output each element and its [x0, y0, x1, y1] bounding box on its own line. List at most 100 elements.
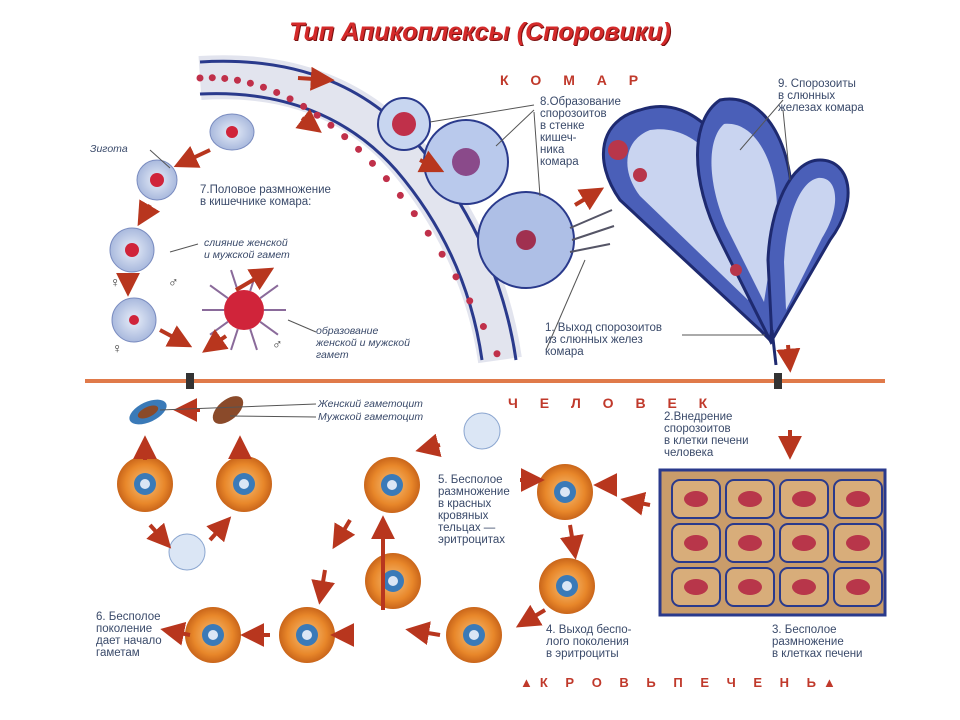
gut-cell-nucleus — [396, 191, 404, 199]
label-stage9: 9. Спорозоиты в слюнных железах комара — [778, 78, 864, 114]
microgamete — [209, 320, 229, 336]
cycle-arrow — [159, 325, 193, 348]
label-pointers — [149, 99, 791, 418]
label-pointer — [429, 104, 535, 123]
gut-cell-nucleus — [438, 250, 446, 258]
label-stage1: 1. Выход спорозоитов из слюнных желез ко… — [545, 322, 663, 358]
cycle-arrow — [405, 621, 441, 645]
label-fusion: слияние женской и мужской гамет — [204, 237, 290, 261]
label-stage3: 3. Бесполое размножение в клетках печени — [772, 624, 863, 660]
microgamete — [259, 284, 279, 300]
parasite-vacuole — [560, 487, 570, 497]
parasite-vacuole — [208, 630, 218, 640]
gut-cell-nucleus — [246, 79, 254, 87]
liver-cell-nucleus — [792, 579, 816, 595]
cycle-arrows — [116, 66, 802, 647]
label-pointer — [149, 149, 171, 169]
cycle-arrow — [515, 604, 547, 628]
merozoite-clusters — [168, 412, 501, 571]
gut-cell-nucleus — [355, 145, 363, 153]
section-mosquito: К О М А Р — [500, 72, 648, 88]
parasite-vacuole — [469, 630, 479, 640]
female-symbol-2: ♀ — [112, 340, 123, 356]
cycle-arrow — [620, 491, 651, 516]
gut-cell-nucleus — [313, 111, 321, 119]
label-pointer — [739, 99, 784, 151]
gut-cell-nucleus — [424, 229, 432, 237]
zygote-cycle — [109, 113, 286, 351]
gut-cell-nucleus — [410, 210, 418, 218]
male-symbol-1: ♂ — [168, 274, 179, 290]
gut-cell-nucleus — [466, 297, 474, 305]
label-pointer — [287, 319, 317, 333]
gut-cell-nucleus — [196, 74, 204, 82]
liver-cell-nucleus — [738, 535, 762, 551]
liver-cell-nucleus — [792, 491, 816, 507]
cycle-arrow — [234, 267, 275, 292]
gut-cell-nucleus — [327, 121, 335, 129]
label-stage5: 5. Бесполое размножение в красных кровян… — [438, 474, 510, 546]
parasite-vacuole — [140, 479, 150, 489]
gut-cell-nucleus — [300, 102, 308, 110]
cycle-arrow — [202, 329, 229, 353]
gut-cell-nucleus — [286, 95, 294, 103]
gut-cell-nucleus — [382, 175, 390, 183]
liver-tissue — [658, 468, 887, 617]
parasite-vacuole — [388, 576, 398, 586]
gut-cell-nucleus — [273, 88, 281, 96]
liver-cell-nucleus — [684, 491, 708, 507]
cycle-arrow — [573, 187, 605, 211]
gametocytes — [129, 396, 244, 425]
gut-cell-nucleus — [233, 76, 241, 84]
parasite-vacuole — [387, 480, 397, 490]
label-pointer — [495, 109, 535, 147]
liver-cell-nucleus — [738, 579, 762, 595]
cycle-arrow — [332, 518, 356, 550]
liver-cell-nucleus — [846, 491, 870, 507]
section-blood-liver: ▲К Р О В Ь П Е Ч Е Н Ь▲ — [520, 675, 843, 690]
microgamete — [230, 328, 239, 351]
section-human: Ч Е Л О В Е К — [508, 395, 717, 411]
label-male-gametocyte: Мужской гаметоцит — [318, 411, 424, 423]
label-pointer — [545, 259, 586, 351]
label-female-gametocyte: Женский гаметоцит — [318, 398, 423, 410]
gut-cell-nucleus — [221, 74, 229, 82]
gut-cell-nucleus — [368, 159, 376, 167]
liver-cell-nucleus — [684, 535, 708, 551]
gut-cell-nucleus — [259, 83, 267, 91]
label-stage8: 8.Образование спорозоитов в стенке кишеч… — [540, 96, 621, 168]
liver-cell-nucleus — [846, 579, 870, 595]
page-title: Тип Апикоплексы (Споровики) — [289, 18, 671, 46]
oocysts — [377, 97, 615, 289]
divider-marker-right — [774, 373, 782, 389]
microgamete — [259, 320, 279, 336]
liver-cell-nucleus — [738, 491, 762, 507]
label-gamete-formation: образование женской и мужской гамет — [316, 325, 410, 361]
parasite-vacuole — [239, 479, 249, 489]
cycle-arrow — [560, 524, 584, 560]
cycle-arrow — [160, 621, 191, 646]
cycle-arrow — [206, 516, 232, 543]
label-pointer — [533, 111, 541, 197]
erythrocytes — [117, 456, 595, 663]
cycle-arrow — [415, 433, 442, 457]
label-pointer — [169, 243, 199, 253]
parasite-vacuole — [562, 581, 572, 591]
gut-cell-nucleus — [452, 273, 460, 281]
microgamete — [209, 284, 229, 300]
female-symbol-1: ♀ — [110, 274, 121, 290]
label-pointer — [782, 109, 791, 181]
cycle-arrow — [137, 199, 161, 227]
label-stage2: 2.Внедрение спорозоитов в клетки печени … — [664, 411, 749, 459]
label-stage4: 4. Выход беспо- лого поколения в эритроц… — [546, 624, 632, 660]
male-symbol-2: ♂ — [272, 336, 283, 352]
parasite-vacuole — [302, 630, 312, 640]
gut-cell-nucleus — [493, 350, 501, 358]
cycle-arrow — [776, 344, 801, 373]
label-stage7: 7.Половое размножение в кишечнике комара… — [200, 184, 331, 208]
liver-cell-nucleus — [684, 579, 708, 595]
label-stage6: 6. Бесполое поколение дает начало гамета… — [96, 611, 162, 659]
cycle-arrow — [295, 108, 322, 133]
cycle-arrow — [297, 66, 335, 91]
cycle-arrow — [146, 522, 172, 549]
